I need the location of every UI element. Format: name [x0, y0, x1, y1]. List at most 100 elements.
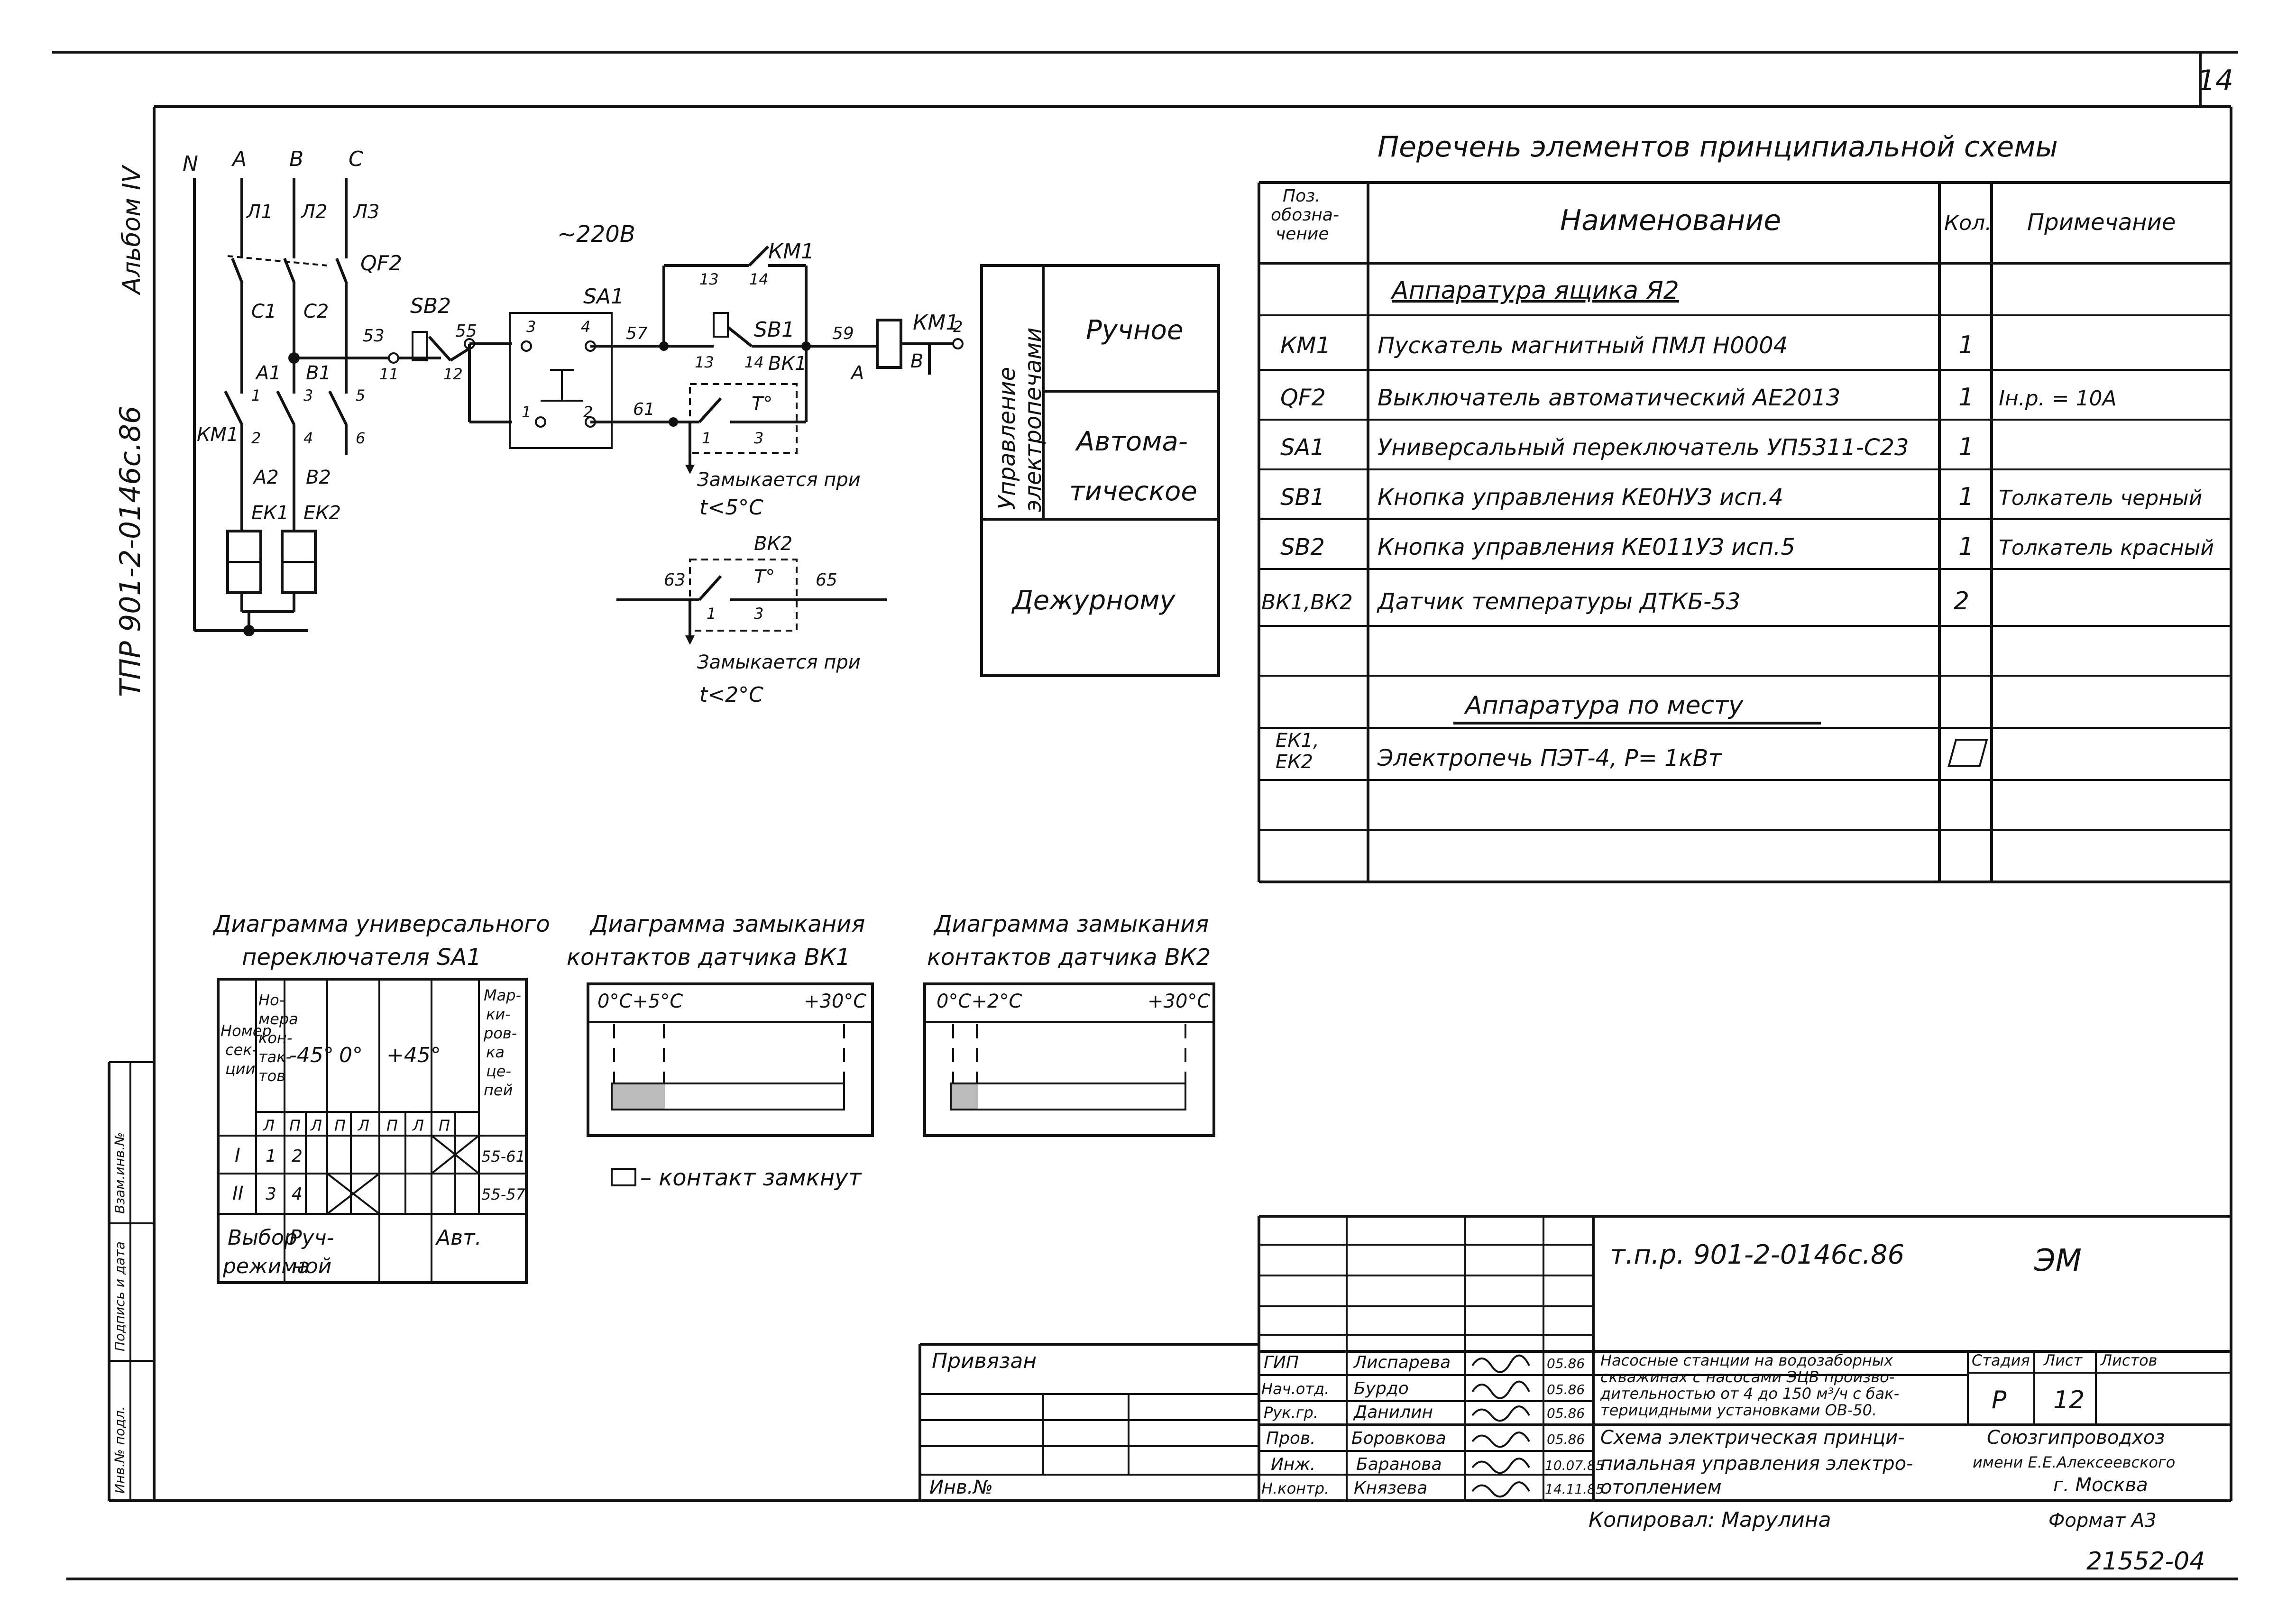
- signature-row: ГИП Лиспарева 05.86: [1264, 1353, 1585, 1372]
- bk1-scale-low: 0°С+5°С: [597, 991, 683, 1012]
- bk2-diagram: Диаграмма замыкания контактов датчика ВК…: [923, 911, 1215, 1137]
- sa1-footer-mode: режима: [222, 1254, 310, 1278]
- sa1-sub-l2: Л: [310, 1117, 322, 1135]
- signature-row: Н.контр. Князева 14.11.85: [1261, 1478, 1604, 1498]
- bk1-title-2: контактов датчика ВК1: [567, 944, 850, 971]
- table-row: SB2 Кнопка управления КЕ011УЗ исп.5 1 То…: [1280, 532, 2214, 561]
- sa1-footer-manual-2: ной: [292, 1254, 331, 1278]
- row-name: Кнопка управления КЕ0НУЗ исп.4: [1378, 484, 1783, 511]
- role: Инж.: [1271, 1455, 1315, 1474]
- sa1-h-contacts-5: тов: [258, 1067, 285, 1085]
- list-header: Лист: [2043, 1351, 2083, 1369]
- title-block-mark: ЭМ: [2034, 1243, 2082, 1278]
- sa1-angle-plus45: +45°: [386, 1043, 441, 1067]
- km-pin-6: 6: [356, 429, 365, 447]
- sa1-footer-manual-1: Руч-: [289, 1226, 334, 1250]
- copied-by: Копировал: Марулина: [1589, 1508, 1831, 1532]
- wire-c1: С1: [251, 301, 276, 322]
- sa1-sub-p4: П: [439, 1117, 450, 1135]
- col-pos-1: Поз.: [1283, 186, 1321, 206]
- project-line-4: терицидными установками ОВ-50.: [1600, 1401, 1877, 1419]
- date: 05.86: [1547, 1405, 1585, 1421]
- person: Князева: [1354, 1478, 1427, 1498]
- bk2-pin-1: 1: [707, 605, 716, 623]
- sb1-pin-14: 14: [744, 353, 764, 371]
- button-sb2-label: SB2: [410, 294, 451, 318]
- sa1-sub-p1: П: [289, 1117, 301, 1135]
- row-name: Датчик температуры ДТКБ-53: [1377, 588, 1740, 615]
- side-label-signature: Подпись и дата: [112, 1241, 128, 1351]
- bk1-close-note: Замыкается при: [697, 469, 861, 491]
- table-row: SA1 Универсальный переключатель УП5311-С…: [1280, 433, 1974, 461]
- date: 05.86: [1547, 1431, 1585, 1447]
- switch-sa1: [509, 312, 613, 449]
- wire-c2: С2: [303, 301, 329, 322]
- sa1-h-mark-5: це-: [486, 1062, 511, 1080]
- bk2-close-note: Замыкается при: [697, 651, 861, 673]
- row-qty: 1: [1958, 331, 1974, 359]
- col-pos-2: обозна-: [1271, 205, 1339, 225]
- section-box-apparatus: Аппаратура ящика Я2: [1390, 276, 1679, 305]
- km1-power-label: КМ1: [197, 424, 239, 446]
- sa1-contact-p: 4: [292, 1184, 303, 1204]
- km1-holding-label: КМ1: [768, 239, 814, 264]
- col-pos-3: чение: [1276, 224, 1329, 244]
- wire-53: 53: [363, 326, 385, 346]
- voltage-label: ~220В: [557, 221, 635, 248]
- sa1-pin-3: 3: [526, 318, 536, 336]
- row-name: Электропечь ПЭТ-4, Р= 1кВт: [1377, 745, 1723, 771]
- signature-row: Нач.отд. Бурдо 05.86: [1261, 1379, 1585, 1398]
- sa1-pin-4: 4: [581, 318, 590, 336]
- mode-manual: Ручное: [1086, 315, 1183, 346]
- km1-pin-14: 14: [749, 270, 769, 288]
- sa1-footer-auto: Авт.: [435, 1226, 482, 1250]
- sa1-sub-l3: Л: [358, 1117, 369, 1135]
- stage-value: Р: [1992, 1386, 2007, 1414]
- sa1-h-mark-3: ров-: [483, 1024, 517, 1042]
- row-note: Толкатель красный: [1999, 536, 2214, 560]
- wire-57: 57: [626, 324, 648, 343]
- col-qty: Кол.: [1944, 211, 1992, 235]
- signature-row: Инж. Баранова 10.07.85: [1271, 1455, 1604, 1474]
- sensor-bk1-label: ВК1: [768, 353, 807, 375]
- row-pos-2: ЕК2: [1276, 751, 1313, 773]
- bk2-temp-symbol: Т°: [754, 566, 775, 588]
- row-qty: 1: [1958, 483, 1974, 511]
- role: Н.контр.: [1261, 1479, 1329, 1497]
- km-pin-1: 1: [251, 386, 261, 404]
- sa1-sub-p2: П: [334, 1117, 346, 1135]
- sa1-section: I: [235, 1145, 240, 1166]
- sa1-mark: 55-61: [481, 1147, 525, 1165]
- sa1-sub-l1: Л: [263, 1117, 275, 1135]
- row-qty: 1: [1958, 433, 1974, 461]
- wire-a2: А2: [252, 467, 279, 488]
- date: 05.86: [1547, 1382, 1585, 1397]
- sa1-contact-p: 2: [292, 1147, 303, 1166]
- sa1-h-contacts-2: мера: [258, 1010, 298, 1028]
- date: 05.86: [1547, 1356, 1585, 1371]
- col-name: Наименование: [1560, 204, 1781, 237]
- bk1-close-temp: t<5°С: [699, 495, 763, 520]
- bk2-title-2: контактов датчика ВК2: [927, 944, 1211, 971]
- sa1-h-mark-6: пей: [484, 1081, 513, 1099]
- mode-box: Управление электропечами Ручное Автома- …: [980, 264, 1220, 677]
- archive-number: 21552-04: [2086, 1547, 2205, 1576]
- km-pin-5: 5: [356, 386, 365, 404]
- sa1-h-section-1: Номер: [220, 1022, 272, 1040]
- sa1-h-contacts-4: так-: [258, 1048, 291, 1066]
- table-row: ВК1,ВК2 Датчик температуры ДТКБ-53 2: [1261, 587, 1969, 615]
- side-drawing-code: ТПР 901-2-0146с.86: [114, 406, 147, 697]
- table-row: II 3 4 55-57: [232, 1173, 526, 1215]
- sa1-mark: 55-57: [481, 1185, 526, 1203]
- sa1-h-contacts-1: Но-: [258, 991, 285, 1009]
- lists-header: Листов: [2100, 1351, 2158, 1369]
- role: Рук.гр.: [1264, 1404, 1318, 1422]
- row-qty: 1: [1958, 532, 1974, 561]
- sa1-footer-select: Выбор: [228, 1226, 297, 1250]
- km-pin-3: 3: [303, 386, 313, 404]
- wire-59: 59: [832, 324, 854, 343]
- sa1-h-mark-2: ки-: [486, 1005, 511, 1023]
- sa1-h-contacts-3: кон-: [258, 1029, 292, 1047]
- stage-header: Стадия: [1972, 1351, 2030, 1369]
- km-pin-4: 4: [303, 429, 313, 447]
